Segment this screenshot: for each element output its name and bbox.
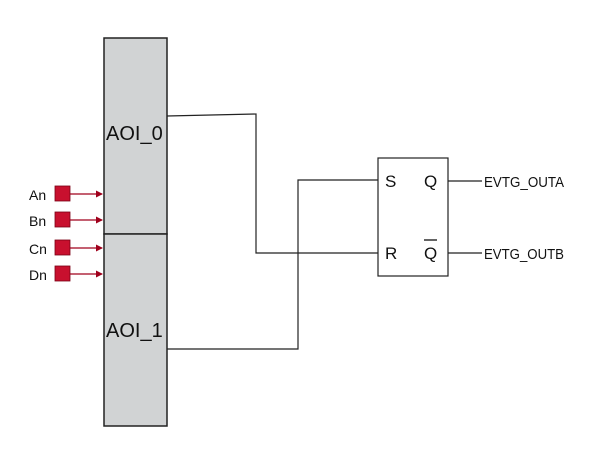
input-bn: Bn [29, 211, 103, 229]
flipflop-q-label: Q [424, 172, 437, 191]
input-cn-pin [54, 239, 71, 256]
input-an-label: An [29, 187, 46, 203]
wire-aoi0-to-r [166, 113, 378, 254]
sr-flipflop: S R Q Q [377, 157, 449, 277]
flipflop-box [377, 157, 449, 277]
output-evtg-outa-label: EVTG_OUTA [484, 174, 564, 191]
aoi-1-box [103, 233, 168, 427]
aoi-0-label: AOI_0 [106, 123, 163, 145]
aoi-0-block: AOI_0 [103, 37, 168, 235]
input-bn-pin [54, 211, 71, 228]
input-cn: Cn [29, 239, 103, 257]
input-an-pin [54, 185, 71, 202]
input-an: An [29, 185, 103, 203]
wire-aoi1-to-s [167, 179, 378, 350]
flipflop-r-label: R [385, 244, 397, 263]
input-dn: Dn [29, 265, 103, 283]
aoi-1-label: AOI_1 [106, 320, 163, 342]
output-evtg-outb-label: EVTG_OUTB [484, 246, 564, 263]
input-bn-label: Bn [29, 213, 46, 229]
aoi-1-block: AOI_1 [103, 233, 168, 427]
flipflop-s-label: S [385, 172, 396, 191]
aoi-0-box [103, 37, 168, 235]
flipflop-qbar-label: Q [424, 244, 437, 263]
input-dn-pin [54, 265, 71, 282]
input-cn-label: Cn [29, 241, 47, 257]
input-dn-label: Dn [29, 267, 47, 283]
